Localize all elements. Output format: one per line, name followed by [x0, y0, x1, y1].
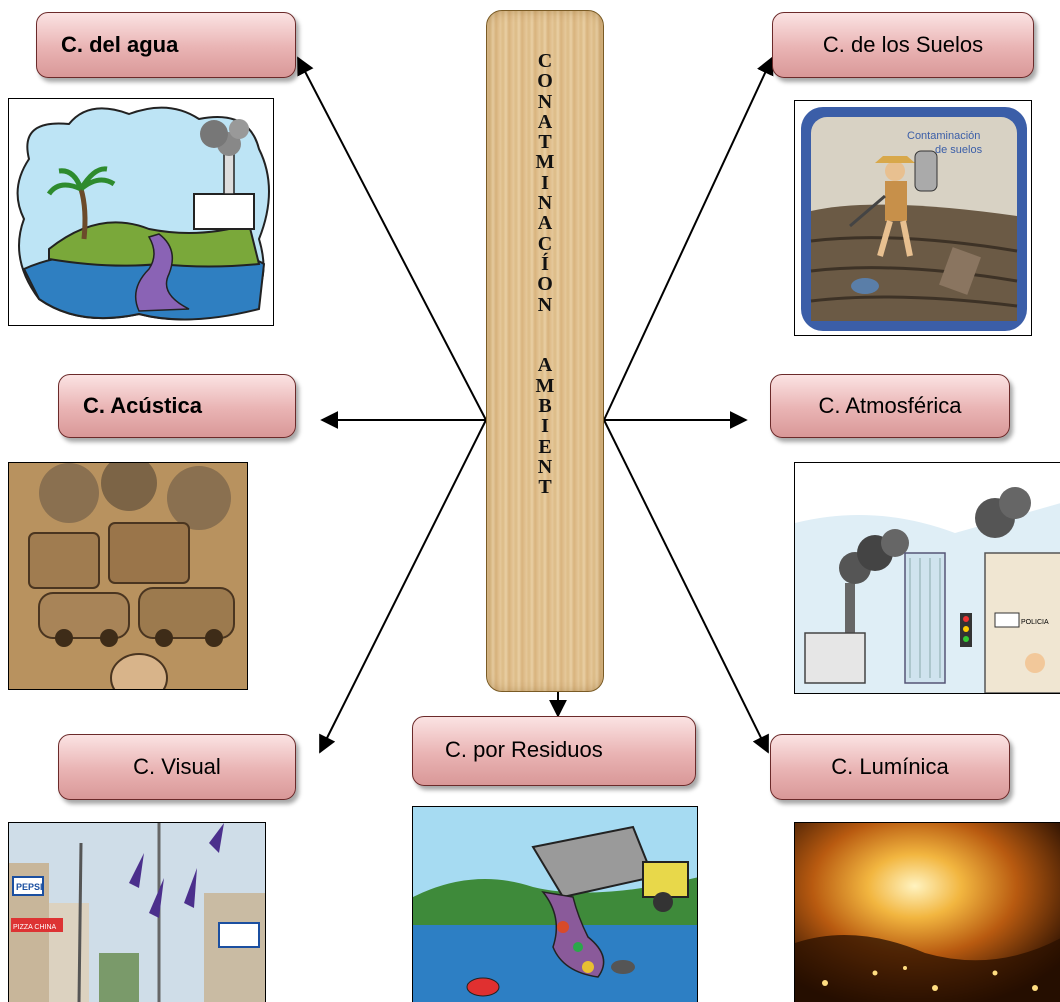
- image-water-pollution: [8, 98, 274, 326]
- center-letter: [487, 315, 603, 335]
- center-letter: E: [538, 435, 552, 458]
- box-contaminacion-luminica: C. Lumínica: [770, 734, 1010, 800]
- center-letter: I: [541, 415, 549, 438]
- pepsi-sign: PEPSI: [16, 882, 43, 892]
- center-letter: C: [537, 50, 553, 72]
- center-letter: C: [537, 232, 553, 255]
- center-letter: M: [535, 151, 555, 174]
- box-contaminacion-visual: C. Visual: [58, 734, 296, 800]
- box-contaminacion-agua: C. del agua: [36, 12, 296, 78]
- center-letter: A: [537, 110, 553, 133]
- center-letter: N: [537, 455, 553, 478]
- image-waste-pollution: [412, 806, 698, 1002]
- center-letter: [487, 335, 603, 355]
- police-sign: POLICIA: [1021, 619, 1049, 626]
- pizza-sign: PIZZA CHINA: [13, 924, 57, 931]
- center-letter: T: [538, 131, 552, 154]
- soil-caption-line1: Contaminación: [907, 130, 980, 142]
- center-letter: N: [537, 90, 553, 113]
- box-contaminacion-acustica: C. Acústica: [58, 374, 296, 438]
- arrow-to-agua: [297, 56, 487, 421]
- center-letter: N: [537, 192, 553, 215]
- image-soil-pollution: Contaminación de suelos: [794, 100, 1032, 336]
- arrow-to-visual: [319, 419, 487, 754]
- image-air-pollution: POLICIA: [794, 462, 1060, 694]
- center-letter: A: [537, 212, 553, 235]
- box-contaminacion-suelos: C. de los Suelos: [772, 12, 1034, 78]
- center-letter: O: [537, 273, 553, 296]
- image-visual-pollution: PEPSI PIZZA CHINA: [8, 822, 266, 1002]
- arrow-to-luminica: [603, 419, 769, 754]
- arrow-to-suelos: [603, 56, 774, 421]
- image-light-pollution: [794, 822, 1060, 1002]
- center-letter: M: [535, 374, 555, 397]
- center-letter: Í: [541, 252, 549, 275]
- center-letter: O: [537, 70, 553, 93]
- center-letter: T: [538, 476, 552, 499]
- center-letter: A: [537, 354, 553, 377]
- box-contaminacion-atmosferica: C. Atmosférica: [770, 374, 1010, 438]
- image-noise-pollution: [8, 462, 248, 690]
- center-letter: B: [538, 395, 552, 418]
- center-letter: I: [541, 171, 549, 194]
- box-contaminacion-residuos: C. por Residuos: [412, 716, 696, 786]
- center-letter: N: [537, 293, 553, 316]
- soil-caption-line2: de suelos: [935, 144, 983, 156]
